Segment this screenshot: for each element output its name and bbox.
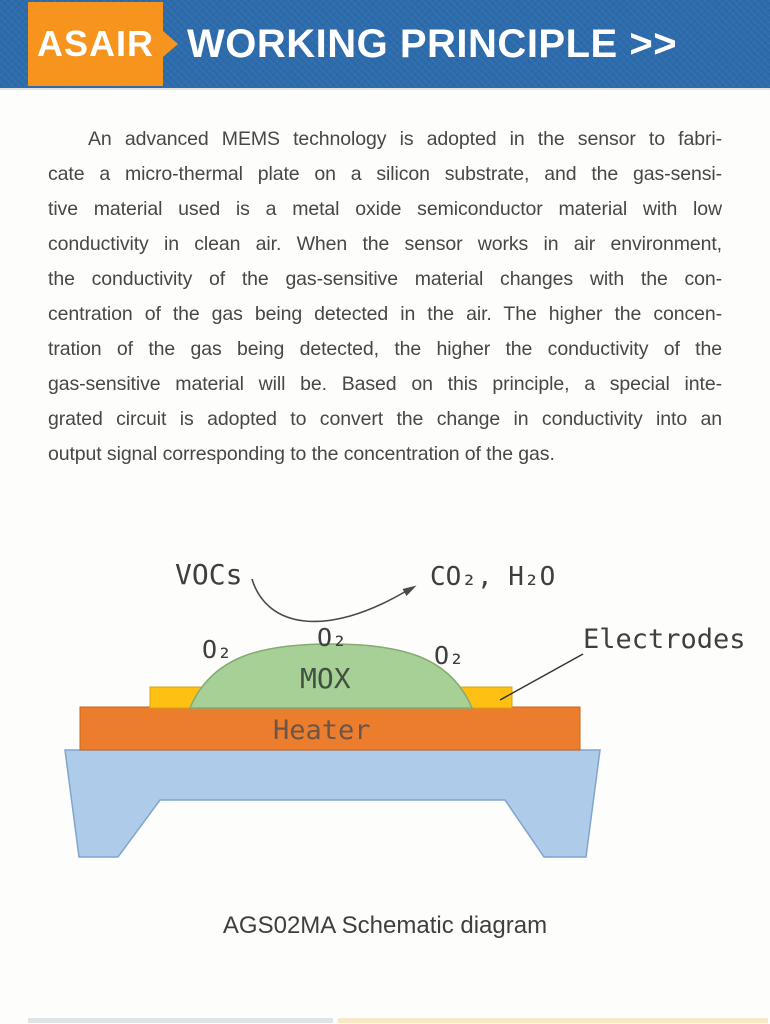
vocs-label: VOCs <box>175 558 242 591</box>
paragraph-line: output signal corresponding to the conce… <box>48 443 555 465</box>
next-section-strip <box>28 1018 768 1023</box>
paragraph-line: the conductivity of the gas-sensitive ma… <box>48 268 722 290</box>
paragraph-line: centration of the gas being detected in … <box>48 303 722 325</box>
products-label: CO₂, H₂O <box>430 562 555 592</box>
o2-left-label: O₂ <box>202 635 232 664</box>
paragraph-line: cate a micro-thermal plate on a silicon … <box>48 163 722 185</box>
paragraph-line: An advanced MEMS technology is adopted i… <box>88 128 722 150</box>
section-banner: ASAIR WORKING PRINCIPLE >> <box>0 0 770 88</box>
electrode-pointer-line <box>499 653 584 701</box>
heater-shape <box>79 706 581 751</box>
brand-logo: ASAIR <box>28 2 163 86</box>
sensor-schematic: VOCs CO₂, H₂O O₂ O₂ O₂ MOX Heater Electr… <box>64 558 746 858</box>
paragraph-line: tration of the gas being detected, the h… <box>48 338 722 360</box>
paragraph-line: gas-sensitive material will be. Based on… <box>48 373 722 395</box>
mox-label: MOX <box>300 662 351 695</box>
page-title: WORKING PRINCIPLE >> <box>187 22 678 66</box>
next-section-strip-right <box>338 1018 768 1023</box>
intro-paragraph: An advanced MEMS technology is adopted i… <box>48 122 722 472</box>
substrate-shape <box>64 749 601 858</box>
reaction-arrow <box>251 578 409 623</box>
paragraph-line: grated circuit is adopted to convert the… <box>48 408 722 430</box>
next-section-strip-left <box>28 1018 333 1023</box>
mox-dome-shape <box>188 643 474 709</box>
heater-label: Heater <box>273 715 371 746</box>
o2-center-label: O₂ <box>317 623 347 652</box>
o2-right-label: O₂ <box>434 641 464 670</box>
brand-logo-text: ASAIR <box>36 23 154 64</box>
electrodes-label: Electrodes <box>583 624 746 655</box>
schematic-caption: AGS02MA Schematic diagram <box>222 912 548 939</box>
paragraph-line: tive material used is a metal oxide semi… <box>48 198 722 220</box>
reaction-arrowhead-icon <box>402 585 417 596</box>
brand-chevron-icon <box>163 31 178 57</box>
paragraph-line: conductivity in clean air. When the sens… <box>48 233 722 255</box>
